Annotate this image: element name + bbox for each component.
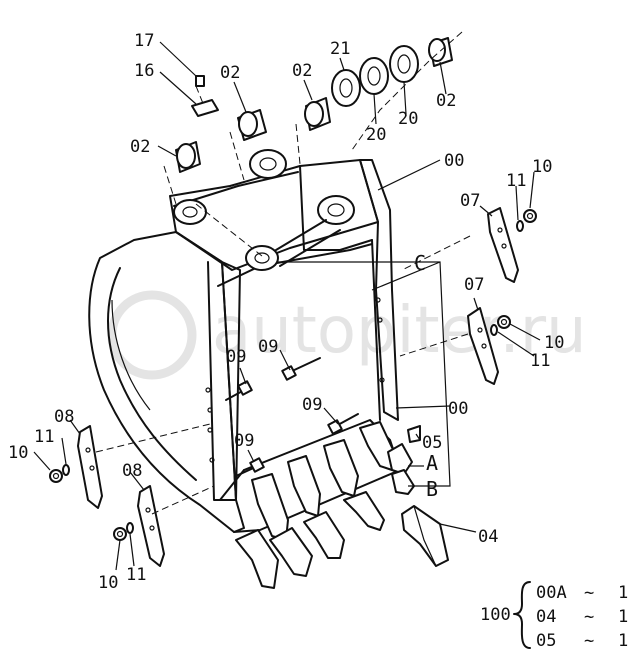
callout-02-c: 02 (436, 91, 456, 111)
row-code: 04 (536, 607, 556, 627)
callout-02-b: 02 (292, 61, 312, 81)
callout-02-d: 02 (130, 137, 150, 157)
callout-08-b: 08 (122, 461, 142, 481)
parts-table-brace (513, 581, 531, 649)
callout-11-a: 11 (506, 171, 526, 191)
parts-table-group: 100 (480, 605, 511, 625)
callout-20-a: 20 (366, 125, 386, 145)
callout-labels: 17 16 02 02 21 20 20 02 02 00 11 10 07 C… (8, 31, 564, 593)
callout-A: A (426, 451, 438, 475)
watermark-logo-icon (107, 290, 197, 380)
callout-C: C (414, 251, 426, 275)
callout-09-d: 09 (234, 431, 254, 451)
row-sep: ~ (584, 631, 594, 651)
callout-11-c: 11 (34, 427, 54, 447)
row-code: 05 (536, 631, 556, 651)
callout-09-b: 09 (258, 337, 278, 357)
callout-21: 21 (330, 39, 350, 59)
row-code: 00A (536, 583, 567, 603)
callout-10-b: 10 (544, 333, 564, 353)
parts-table: 100 00A ~ 1 04 ~ 1 05 ~ 1 (480, 581, 628, 651)
row-sep: ~ (584, 583, 594, 603)
callout-16: 16 (134, 61, 154, 81)
callout-02-a: 02 (220, 63, 240, 83)
callout-B: B (426, 477, 438, 501)
callout-11-b: 11 (530, 351, 550, 371)
row-qty: 1 (618, 607, 628, 627)
row-sep: ~ (584, 607, 594, 627)
row-qty: 1 (618, 631, 628, 651)
callout-10-d: 10 (98, 573, 118, 593)
bucket-teeth (235, 421, 449, 589)
callout-11-d: 11 (126, 565, 146, 585)
leader-lines (33, 41, 541, 571)
callout-07-b: 07 (464, 275, 484, 295)
callout-00-b: 00 (448, 399, 468, 419)
row-qty: 1 (618, 583, 628, 603)
callout-10-c: 10 (8, 443, 28, 463)
callout-17: 17 (134, 31, 154, 51)
parts-table-row: 05 ~ 1 (536, 631, 628, 651)
parts-table-row: 00A ~ 1 (536, 583, 628, 603)
callout-20-b: 20 (398, 109, 418, 129)
bucket-body (88, 149, 401, 533)
callout-09-a: 09 (226, 347, 246, 367)
callout-09-c: 09 (302, 395, 322, 415)
callout-00-a: 00 (444, 151, 464, 171)
side-cutters (77, 207, 519, 567)
bushings-shims (95, 31, 471, 515)
parts-table-row: 04 ~ 1 (536, 607, 628, 627)
callout-08-a: 08 (54, 407, 74, 427)
callout-07-a: 07 (460, 191, 480, 211)
callout-05: 05 (422, 433, 442, 453)
callout-10-a: 10 (532, 157, 552, 177)
callout-04: 04 (478, 527, 498, 547)
